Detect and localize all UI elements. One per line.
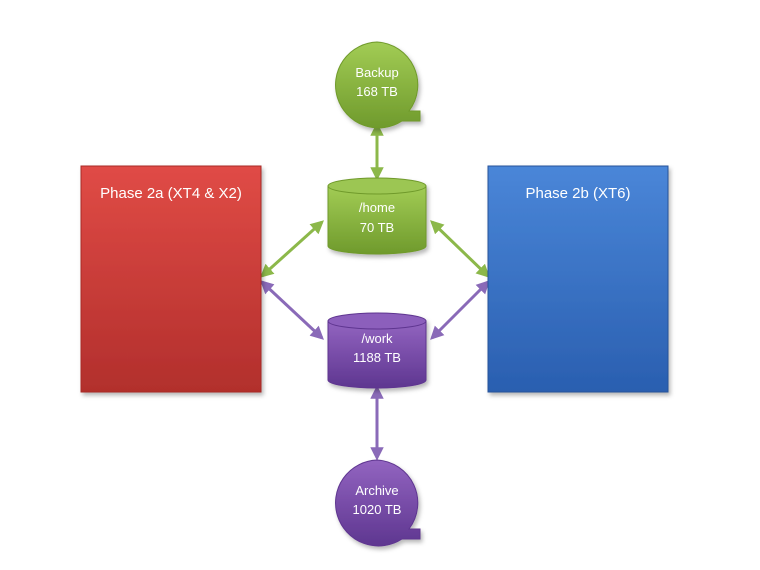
phase2b-block: Phase 2b (XT6) xyxy=(487,165,669,393)
arrow-home-phase2b xyxy=(430,220,490,278)
archive-node: Archive 1020 TB xyxy=(335,459,421,547)
archive-name: Archive xyxy=(355,483,398,498)
work-size: 1188 TB xyxy=(353,350,401,365)
home-node: /home 70 TB xyxy=(327,177,427,255)
phase2a-block: Phase 2a (XT4 & X2) xyxy=(80,165,262,393)
backup-name: Backup xyxy=(355,65,398,80)
arrow-work-phase2b xyxy=(430,280,490,340)
home-name: /home xyxy=(359,200,395,215)
home-size: 70 TB xyxy=(360,220,394,235)
backup-node: Backup 168 TB xyxy=(335,41,421,129)
work-node: /work 1188 TB xyxy=(327,312,427,389)
phase2a-label: Phase 2a (XT4 & X2) xyxy=(100,185,242,202)
connections xyxy=(259,122,490,461)
archive-size: 1020 TB xyxy=(353,502,402,517)
work-name: /work xyxy=(361,331,393,346)
arrow-work-phase2a xyxy=(260,280,324,340)
phase2b-label: Phase 2b (XT6) xyxy=(525,185,630,202)
backup-size: 168 TB xyxy=(356,84,398,99)
arrow-home-phase2a xyxy=(259,220,325,278)
